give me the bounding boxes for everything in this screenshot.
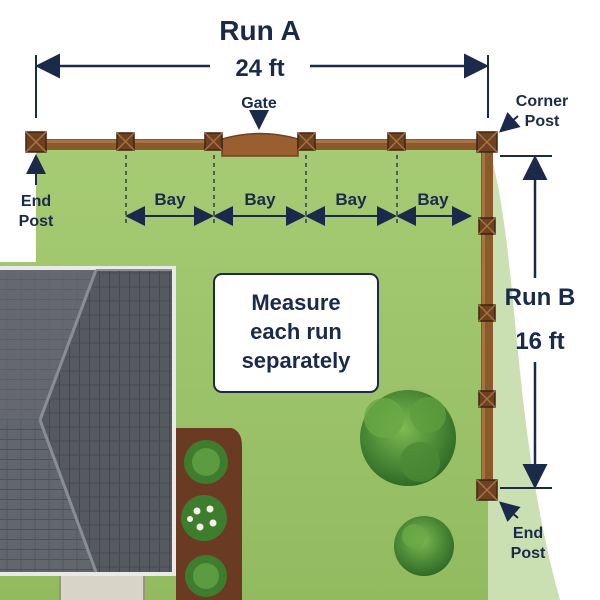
- bay-markers: Bay Bay Bay Bay: [125, 155, 472, 226]
- small-bush: [394, 516, 454, 576]
- note-line-2: each run: [250, 319, 342, 344]
- bay-label-2: Bay: [244, 190, 276, 209]
- corner-post-label-line1: Corner: [516, 93, 568, 110]
- run-b-length: 16 ft: [515, 328, 564, 355]
- line-post: [116, 132, 135, 151]
- gate-post-right: [297, 132, 316, 151]
- gate-label: Gate: [241, 95, 277, 112]
- run-b-title: Run B: [505, 284, 576, 311]
- end-post-b-label-line2: Post: [511, 545, 546, 562]
- end-post-b-callout: End Post: [498, 501, 546, 562]
- run-a-dimension: Run A 24 ft: [35, 15, 489, 118]
- run-a-length: 24 ft: [235, 55, 284, 82]
- measurement-note: Measure each run separately: [213, 273, 379, 393]
- note-line-1: Measure: [251, 290, 340, 315]
- bay-label-3: Bay: [335, 190, 367, 209]
- bay-label-1: Bay: [154, 190, 186, 209]
- end-post-a-callout: End Post: [19, 154, 54, 230]
- end-post-a-label-line1: End: [21, 193, 51, 210]
- run-b-dimension: Run B 16 ft: [500, 155, 576, 489]
- gate: [221, 132, 299, 157]
- flower-shrubs: [181, 440, 228, 597]
- line-post: [478, 304, 496, 322]
- bay-label-4: Bay: [417, 190, 449, 209]
- end-post-a: [25, 131, 47, 153]
- fence-posts: [25, 131, 498, 501]
- lawn-fade: [488, 145, 560, 600]
- large-bush: [360, 390, 456, 486]
- corner-post: [476, 131, 498, 153]
- end-post-b-label-line1: End: [513, 525, 543, 542]
- run-a-title: Run A: [219, 15, 300, 46]
- end-post-b: [476, 479, 498, 501]
- end-post-a-label-line2: Post: [19, 213, 54, 230]
- fence-run-a: [36, 132, 488, 157]
- gate-callout: Gate: [241, 95, 277, 130]
- line-post: [478, 390, 496, 408]
- corner-post-callout: Corner Post: [498, 93, 568, 133]
- note-line-3: separately: [242, 348, 352, 373]
- house-roof: [0, 266, 176, 600]
- line-post: [387, 132, 406, 151]
- corner-post-label-line2: Post: [525, 113, 560, 130]
- gate-post-left: [204, 132, 223, 151]
- line-post: [478, 217, 496, 235]
